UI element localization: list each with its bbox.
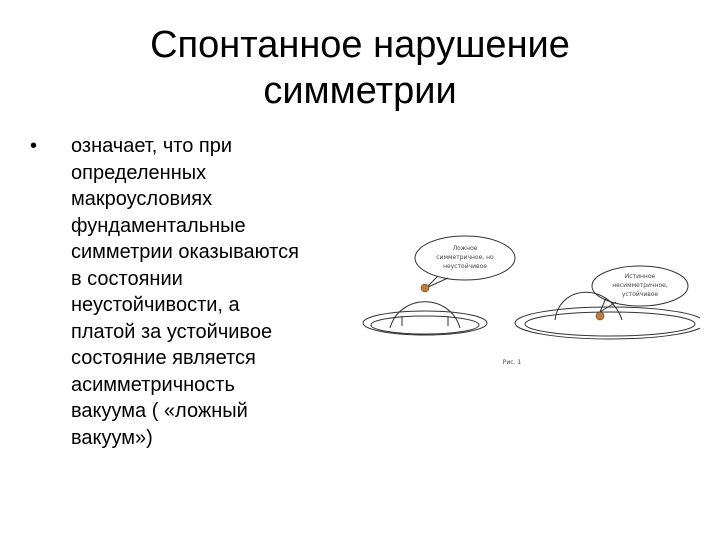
bullet-line: неустойчивости, а <box>71 294 240 316</box>
bullet-line: фундаментальные <box>71 214 246 237</box>
bullet-line: макроусловиях <box>71 188 213 210</box>
left-ball <box>420 283 430 293</box>
bullet-line: симметрии оказываются <box>71 241 299 263</box>
left-bubble-text: симметричное, но <box>436 254 494 261</box>
bullet-marker: • <box>30 135 38 157</box>
right-potential-rim <box>514 306 700 340</box>
right-ball <box>595 311 605 321</box>
bullet-line: платой за устойчивое <box>71 320 273 343</box>
left-potential-hump <box>389 301 461 329</box>
right-potential-rim-inner <box>524 311 696 337</box>
left-potential-rim-inner <box>370 315 480 335</box>
bullet-text: означает, что при определенных макроусло… <box>71 133 299 451</box>
right-bubble <box>591 265 689 307</box>
right-bubble-text: несимметричное, <box>612 282 668 289</box>
left-bubble-text: неустойчивое <box>443 263 487 270</box>
bullet-line: состояние является <box>71 347 256 369</box>
title-line: симметрии <box>263 70 457 112</box>
left-potential-rim <box>362 310 488 336</box>
bullet-line: вакуум») <box>71 426 153 449</box>
right-bubble-text: Истинное <box>625 273 656 280</box>
bullet-line: асимметричность <box>71 373 235 396</box>
bullet-line: вакуума ( «ложный <box>71 400 248 422</box>
title-line: Спонтанное нарушение <box>150 24 570 66</box>
slide-title: Спонтанное нарушение симметрии <box>0 22 720 114</box>
left-bubble <box>414 235 516 281</box>
vacuum-potential-figure: Ложное симметричное, но неустойчивое Ист… <box>362 235 700 366</box>
right-potential-hump <box>554 291 623 321</box>
right-bubble-text: устойчивое <box>622 291 659 298</box>
figure-caption: Рис. 1 <box>503 359 522 366</box>
left-bubble-text: Ложное <box>453 245 478 252</box>
bullet-line: определенных <box>71 161 207 184</box>
bullet-line: означает, что при <box>71 135 233 157</box>
bullet-line: в состоянии <box>71 267 183 290</box>
